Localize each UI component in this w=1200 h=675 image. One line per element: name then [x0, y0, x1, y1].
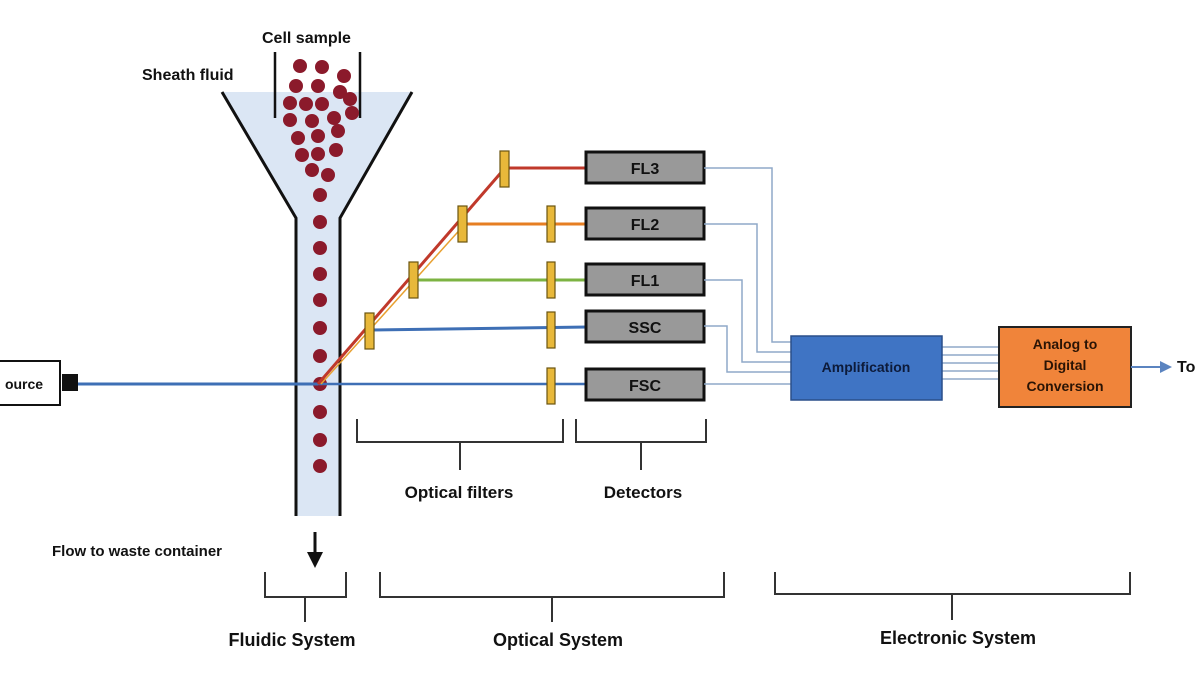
cell: [327, 111, 341, 125]
detectors-label: Detectors: [604, 483, 682, 502]
brace-optical-filters: [356, 419, 564, 470]
detector-ssc-label: SSC: [629, 320, 662, 337]
cell: [321, 168, 335, 182]
cell: [313, 349, 327, 363]
amp-adc-wires: [942, 346, 1000, 380]
detector-fl1-label: FL1: [631, 273, 660, 290]
output-arrow-text: To: [1177, 359, 1196, 376]
cell: [333, 85, 347, 99]
cell: [337, 69, 351, 83]
detector-fl2: FL2: [584, 206, 706, 241]
flow-cell-right-wall: [338, 91, 414, 516]
detector-fsc: FSC: [584, 367, 706, 402]
cell: [283, 96, 297, 110]
cell: [313, 459, 327, 473]
cell: [299, 97, 313, 111]
cell: [311, 79, 325, 93]
brace-electronic-system: [774, 572, 1131, 620]
detector-fl3: FL3: [584, 150, 706, 185]
cell: [291, 131, 305, 145]
cell: [315, 97, 329, 111]
brace-fluidic-system: [264, 572, 347, 622]
laser-aperture: [62, 374, 78, 391]
braces: [264, 419, 1131, 622]
cell: [313, 188, 327, 202]
cell: [313, 267, 327, 281]
detector-fl2-label: FL2: [631, 217, 660, 234]
down-arrow-icon: [307, 552, 323, 568]
flow-to-waste-label: Flow to waste container: [52, 543, 222, 560]
diagonal-beam-orange: [320, 223, 466, 385]
cell-sample-label: Cell sample: [262, 30, 351, 47]
cell: [345, 106, 359, 120]
filter-fl2-dichroic: [457, 205, 468, 243]
filter-fl3-dichroic: [499, 150, 510, 188]
detector-fl1: FL1: [584, 262, 706, 297]
cell: [331, 124, 345, 138]
filter-fl1-bandpass: [546, 261, 556, 299]
detector-fsc-label: FSC: [629, 378, 661, 395]
cell: [313, 293, 327, 307]
filter-fl1-dichroic: [408, 261, 419, 299]
cell: [295, 148, 309, 162]
detector-ssc: SSC: [584, 309, 706, 344]
cell: [311, 147, 325, 161]
brace-optical-system: [379, 572, 725, 622]
adc-label-line3: Conversion: [1026, 378, 1103, 394]
cells-group: [283, 59, 359, 473]
detector-wires: [704, 167, 792, 385]
filter-fl2-bandpass: [546, 205, 556, 243]
adc-label-line1: Analog to: [1033, 336, 1098, 352]
sheath-fluid-label: Sheath fluid: [142, 67, 234, 84]
filter-fsc-bandpass: [546, 367, 556, 405]
cell: [289, 79, 303, 93]
optical-filters-label: Optical filters: [405, 483, 514, 502]
cell: [313, 241, 327, 255]
cell: [329, 143, 343, 157]
cell: [305, 114, 319, 128]
laser-source-label: ource: [5, 376, 43, 392]
flow-cell-left-wall: [220, 91, 298, 516]
filter-ssc-dichroic: [364, 312, 375, 350]
detector-fl3-label: FL3: [631, 161, 660, 178]
cell: [283, 113, 297, 127]
cell: [313, 321, 327, 335]
cell: [315, 60, 329, 74]
optical-system-label: Optical System: [493, 630, 623, 650]
filter-ssc-bandpass: [546, 311, 556, 349]
amplification-label: Amplification: [822, 359, 911, 375]
laser-source-box: [0, 360, 61, 406]
cell: [343, 92, 357, 106]
adc-label-line2: Digital: [1044, 357, 1087, 373]
cell: [311, 129, 325, 143]
adc-box: [998, 326, 1132, 408]
output-arrow-head-icon: [1160, 361, 1172, 373]
brace-detectors: [575, 419, 707, 470]
cell: [305, 163, 319, 177]
electronic-system-label: Electronic System: [880, 628, 1036, 648]
cell: [293, 59, 307, 73]
fluidic-system-label: Fluidic System: [228, 630, 355, 650]
amplification-box: [790, 335, 943, 401]
cell: [313, 405, 327, 419]
cell: [313, 215, 327, 229]
cell: [313, 433, 327, 447]
